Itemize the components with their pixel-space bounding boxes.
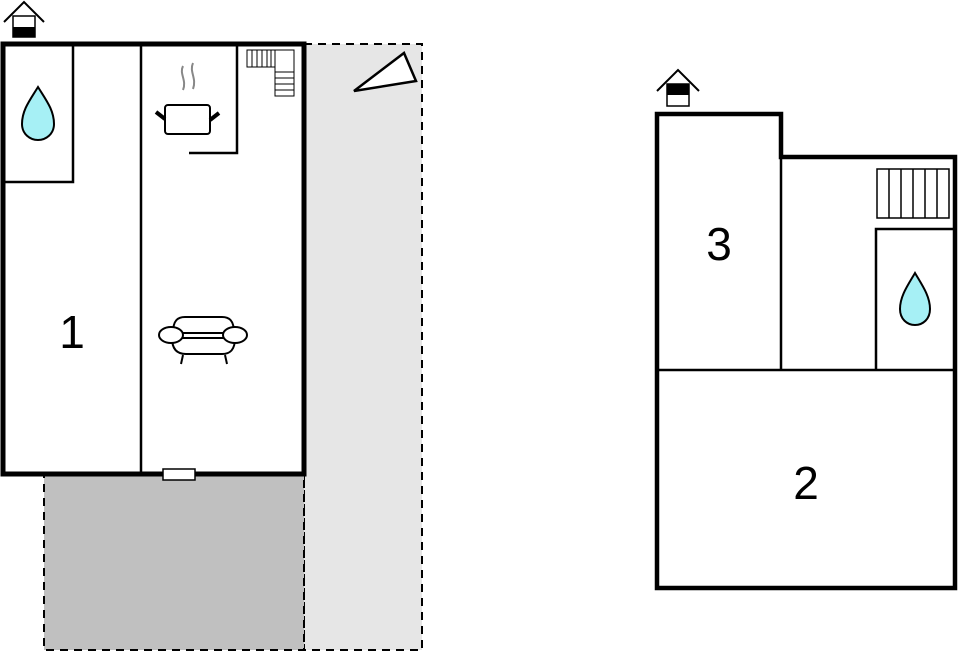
- entrance-house-icon: [656, 68, 700, 107]
- staircase-icon: [246, 49, 295, 97]
- bathroom-wall: [3, 44, 75, 184]
- upper-floor-plan: 3 2: [654, 111, 958, 591]
- water-drop-icon: [20, 85, 56, 142]
- water-drop-icon: [898, 271, 932, 327]
- cooking-pot-icon: [154, 62, 221, 135]
- room-label-2: 2: [793, 457, 819, 509]
- compass-north-icon: [353, 51, 418, 93]
- terrace-side: [303, 43, 423, 651]
- ground-floor-plan: 1: [0, 41, 307, 481]
- door-icon: [162, 468, 196, 481]
- sofa-icon: [158, 316, 248, 365]
- kitchen-wall: [189, 44, 239, 155]
- staircase-icon: [876, 168, 950, 219]
- outer-wall: [654, 111, 958, 591]
- room-label-1: 1: [59, 306, 85, 358]
- terrace-front: [43, 473, 305, 651]
- room-label-3: 3: [706, 218, 732, 270]
- bathroom-wall: [874, 227, 955, 370]
- entrance-house-icon: [3, 0, 45, 38]
